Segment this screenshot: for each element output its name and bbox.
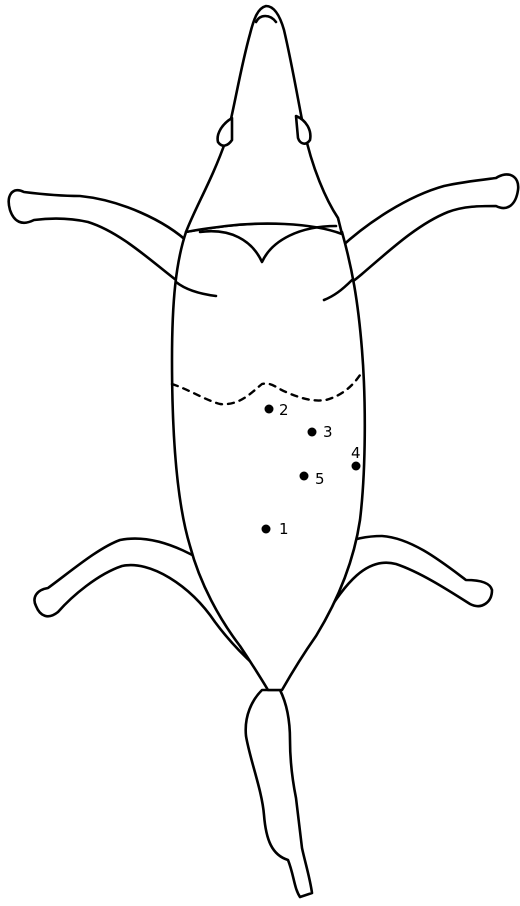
- site-2-label: 2: [279, 401, 289, 419]
- site-4-label: 4: [351, 444, 361, 462]
- head: [186, 6, 342, 234]
- site-2-dot: [265, 405, 274, 414]
- site-3-dot: [308, 428, 317, 437]
- site-1-label: 1: [279, 520, 289, 538]
- site-1-dot: [262, 525, 271, 534]
- site-5-dot: [300, 472, 309, 481]
- left-ear: [218, 118, 232, 146]
- site-4-dot: [352, 462, 361, 471]
- site-3-label: 3: [323, 423, 333, 441]
- right-ear: [296, 116, 310, 144]
- site-5-label: 5: [315, 470, 325, 488]
- tail: [246, 690, 312, 897]
- site-4: 4: [351, 444, 361, 471]
